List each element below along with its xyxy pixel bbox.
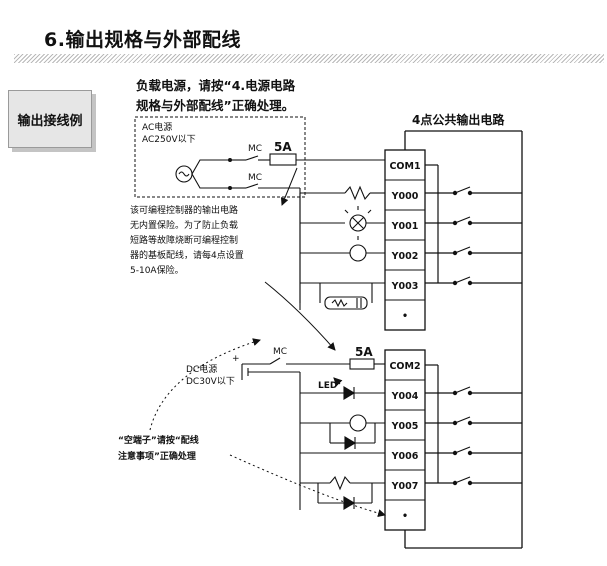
fuse-note-line3: 短路等故障烧断可编程控制 bbox=[130, 234, 238, 246]
common-circuit-title: 4点公共输出电路 bbox=[412, 112, 505, 127]
badge: 输出接线例 bbox=[8, 90, 96, 152]
fuse-note-arrow-2 bbox=[264, 281, 336, 351]
title-divider bbox=[14, 54, 604, 63]
dc-source-voltage: DC30V以下 bbox=[186, 377, 235, 387]
terminal-com1: COM1 bbox=[389, 161, 420, 172]
empty-terminal-note-line1: “空端子”请按“配线 bbox=[118, 434, 199, 446]
terminal-y005: Y005 bbox=[391, 421, 419, 432]
terminal-y006: Y006 bbox=[391, 451, 419, 462]
terminal-y004: Y004 bbox=[391, 391, 419, 402]
empty-terminal-arrow-2 bbox=[229, 454, 386, 518]
terminal-y001: Y001 bbox=[391, 221, 419, 232]
output-contacts bbox=[425, 164, 522, 486]
fuse-note-arrow-1 bbox=[280, 167, 298, 206]
group1-loads bbox=[299, 185, 385, 310]
ac-source-label: AC电源 bbox=[142, 121, 172, 133]
fuse-note-line2: 无内置保险。为了防止负载 bbox=[130, 219, 238, 231]
fuse-note-line1: 该可编程控制器的输出电路 bbox=[130, 204, 238, 216]
mc-label-ac2: MC bbox=[248, 173, 262, 183]
badge-label: 输出接线例 bbox=[8, 90, 92, 148]
group2-loads bbox=[300, 377, 385, 510]
section-title: 6.输出规格与外部配线 bbox=[44, 29, 241, 51]
terminal-empty-2: • bbox=[402, 511, 408, 522]
fuse-label-dc: 5A bbox=[355, 345, 373, 359]
terminal-com2: COM2 bbox=[389, 361, 420, 372]
empty-terminal-note-line2: 注意事项”正确处理 bbox=[118, 450, 196, 462]
common-circuit-frame bbox=[404, 130, 523, 549]
empty-terminal-arrow-1 bbox=[149, 338, 261, 431]
dc-source bbox=[241, 357, 385, 510]
terminal-y002: Y002 bbox=[391, 251, 419, 262]
fuse-label-ac: 5A bbox=[274, 140, 292, 154]
mc-label-dc: MC bbox=[273, 347, 287, 357]
terminal-empty-1: • bbox=[402, 311, 408, 322]
fuse-note-line5: 5-10A保险。 bbox=[130, 264, 184, 276]
terminal-y000: Y000 bbox=[391, 191, 419, 202]
ac-source-voltage: AC250V以下 bbox=[142, 135, 196, 145]
terminal-block-2 bbox=[384, 349, 426, 531]
load-power-note: 负载电源，请按“4.电源电路 规格与外部配线”正确处理。 bbox=[136, 78, 296, 113]
dc-plus-sign: + bbox=[232, 354, 240, 364]
led-label: LED bbox=[318, 381, 337, 391]
fuse-note-line4: 器的基板配线，请每4点设置 bbox=[130, 249, 244, 261]
mc-label-ac1: MC bbox=[248, 144, 262, 154]
terminal-block-1 bbox=[384, 149, 426, 331]
terminal-y003: Y003 bbox=[391, 281, 419, 292]
dc-source-label: DC电源 bbox=[186, 363, 217, 375]
terminal-y007: Y007 bbox=[391, 481, 419, 492]
